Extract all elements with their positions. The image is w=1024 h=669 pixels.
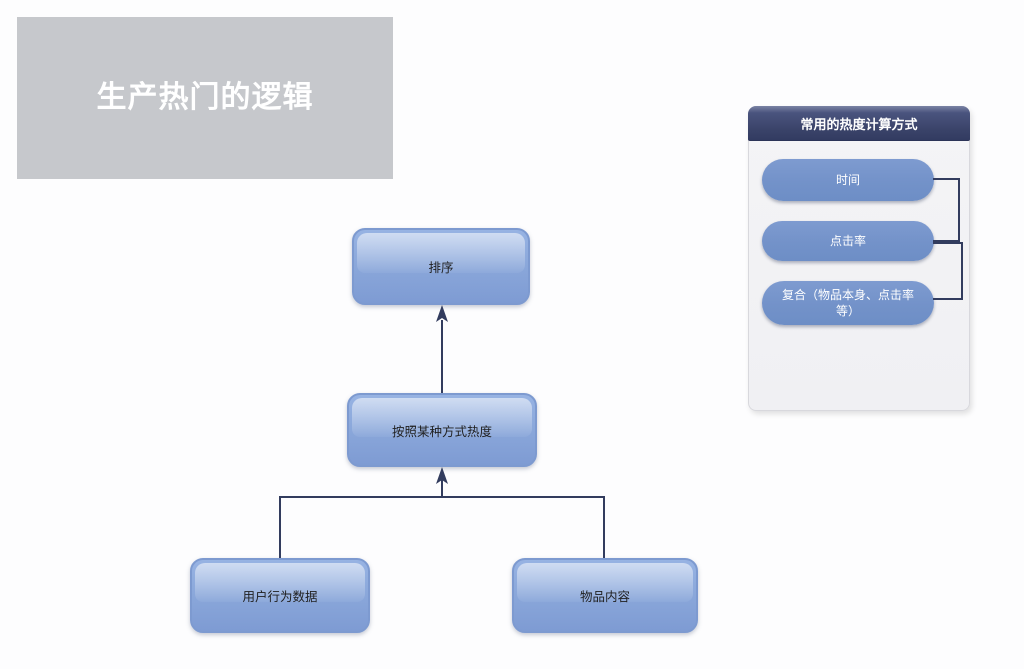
pill-time: 时间 bbox=[762, 159, 934, 201]
edge-bottom-tree bbox=[279, 496, 605, 558]
pill-click-rate: 点击率 bbox=[762, 221, 934, 261]
flow-node-sort: 排序 bbox=[352, 228, 530, 305]
slide-title: 生产热门的逻辑 bbox=[96, 81, 314, 114]
arrowhead-to-heat bbox=[436, 467, 448, 484]
pill-composite-label: 复合（物品本身、点击率等） bbox=[781, 287, 914, 318]
flow-node-sort-label: 排序 bbox=[428, 261, 454, 275]
legend-panel-header: 常用的热度计算方式 bbox=[748, 106, 970, 141]
arrowhead-to-sort bbox=[436, 305, 448, 322]
pill-click-rate-label: 点击率 bbox=[829, 233, 866, 248]
flow-node-heat-method-label: 按照某种方式热度 bbox=[391, 424, 492, 439]
pill-composite: 复合（物品本身、点击率等） bbox=[762, 281, 934, 325]
flow-node-user-behavior-label: 用户行为数据 bbox=[242, 590, 318, 604]
legend-panel: 常用的热度计算方式 时间 点击率 复合（物品本身、点击率等） bbox=[748, 106, 970, 411]
slide-title-box: 生产热门的逻辑 bbox=[17, 17, 393, 179]
legend-panel-title: 常用的热度计算方式 bbox=[800, 116, 918, 132]
pill-time-label: 时间 bbox=[835, 172, 860, 187]
flow-node-item-content: 物品内容 bbox=[512, 558, 698, 633]
flow-node-user-behavior: 用户行为数据 bbox=[190, 558, 370, 633]
flow-node-item-content-label: 物品内容 bbox=[579, 590, 630, 604]
flow-node-heat-method: 按照某种方式热度 bbox=[347, 393, 537, 467]
